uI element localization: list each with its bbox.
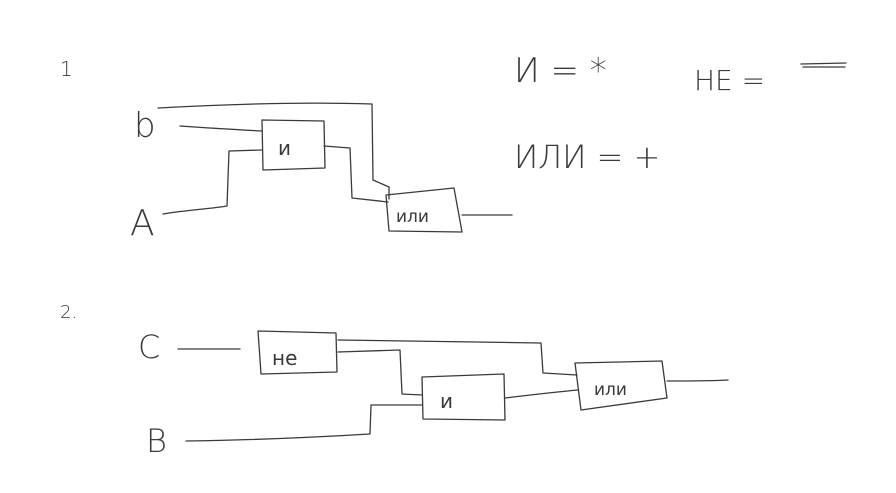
wire-b-to-and — [179, 125, 263, 132]
wire-not-to-or — [337, 339, 578, 376]
and-gate-1: и — [261, 119, 326, 171]
wire-not-to-and — [337, 349, 423, 396]
input-c-label: C — [138, 328, 160, 366]
circuit-1: 1 b A и или — [60, 57, 513, 244]
legend-or-definition: ИЛИ = + — [514, 138, 660, 176]
legend: И = * НЕ = ИЛИ = + — [514, 51, 847, 176]
not-gate-label: не — [272, 346, 297, 370]
circuit-2: 2. C B не и или — [60, 302, 729, 460]
diagram-1-number: 1 — [60, 57, 73, 81]
or-gate-1-label: или — [396, 207, 429, 227]
wire-b-bypass-to-or — [157, 102, 390, 200]
and-gate-2: и — [421, 373, 506, 421]
overline-symbol — [800, 62, 847, 68]
and-gate-2-label: и — [440, 389, 453, 413]
not-gate: не — [257, 330, 338, 375]
legend-not-definition: НЕ = — [694, 64, 765, 97]
legend-and-definition: И = * — [514, 51, 607, 91]
wire-or-output-2 — [666, 379, 729, 382]
wire-and-to-or — [504, 389, 579, 399]
input-b-label: b — [134, 106, 156, 146]
and-gate-1-label: и — [278, 136, 291, 160]
wire-b-to-and — [185, 404, 423, 442]
wire-and-to-or — [323, 145, 389, 203]
wire-a-to-and — [162, 149, 263, 215]
input-b-label-2: B — [146, 422, 167, 460]
or-gate-1: или — [385, 187, 463, 233]
diagram-2-number: 2. — [60, 302, 77, 323]
or-gate-2: или — [574, 360, 668, 411]
input-a-label: A — [130, 203, 155, 244]
or-gate-2-label: или — [594, 380, 627, 400]
